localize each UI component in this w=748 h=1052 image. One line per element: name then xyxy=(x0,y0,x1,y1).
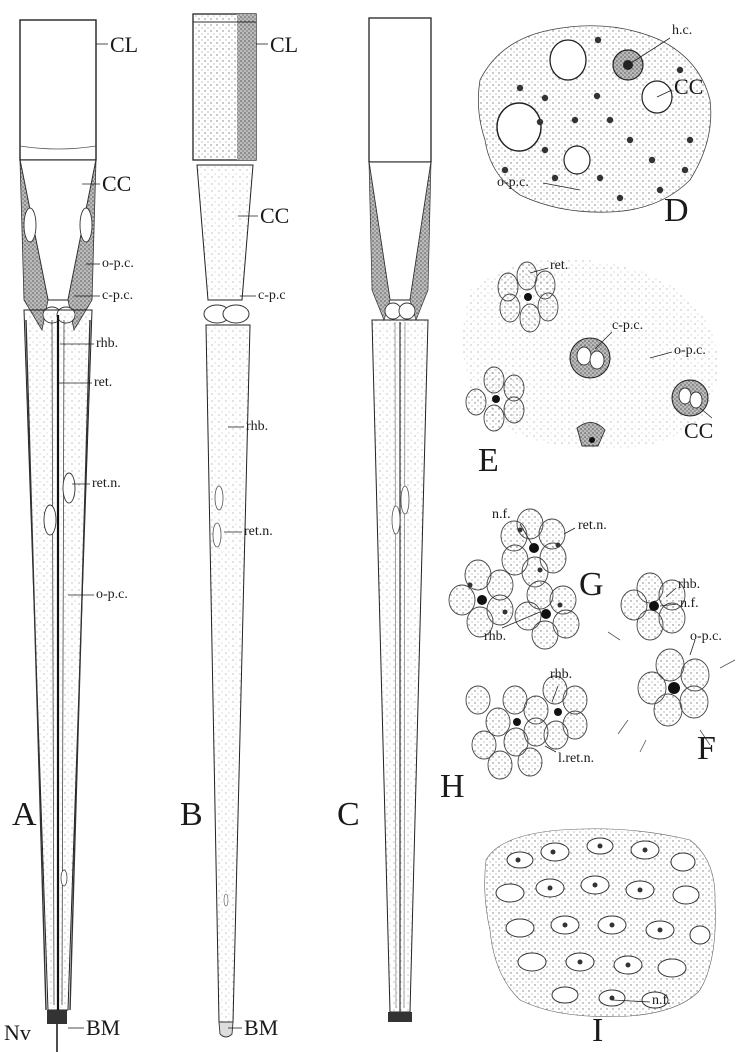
label-b-cc: CC xyxy=(260,205,289,227)
label-f-nf: n.f. xyxy=(680,597,699,611)
label-b-rhb: rhb. xyxy=(246,420,268,434)
panel-letter-h: H xyxy=(440,770,465,804)
label-a-bm: BM xyxy=(86,1017,120,1039)
figure-c xyxy=(369,18,431,1022)
label-h-rhb: rhb. xyxy=(550,668,572,682)
label-a-ret: ret. xyxy=(94,376,112,390)
label-a-nv: Nv xyxy=(4,1022,31,1044)
label-g-nf: n.f. xyxy=(492,508,511,522)
label-a-opc-upper: o-p.c. xyxy=(102,257,134,271)
label-i-nf: n.f. xyxy=(652,994,671,1008)
label-e-cc: CC xyxy=(684,420,713,442)
label-b-cl: CL xyxy=(270,34,298,56)
label-e-opc: o-p.c. xyxy=(674,344,706,358)
panel-letter-g: G xyxy=(579,568,604,602)
label-a-rhb: rhb. xyxy=(96,337,118,351)
label-b-retn: ret.n. xyxy=(244,525,273,539)
label-d-opc: o-p.c. xyxy=(497,176,529,190)
label-e-cpc: c-p.c. xyxy=(612,319,643,333)
label-g-retn: ret.n. xyxy=(578,519,607,533)
figure-i xyxy=(485,829,716,1017)
label-a-cc: CC xyxy=(102,173,131,195)
label-h-lretn: l.ret.n. xyxy=(558,752,594,766)
panel-letter-i: I xyxy=(592,1014,603,1048)
label-a-retn: ret.n. xyxy=(92,477,121,491)
label-a-cpc: c-p.c. xyxy=(102,289,133,303)
panel-letter-e: E xyxy=(478,444,499,478)
figure-g xyxy=(449,509,579,649)
panel-letter-d: D xyxy=(664,194,689,228)
panel-letter-b: B xyxy=(180,798,203,832)
panel-letter-a: A xyxy=(12,798,37,832)
figure-a xyxy=(20,20,108,1052)
label-f-opc: o-p.c. xyxy=(690,630,722,644)
label-d-hc: h.c. xyxy=(672,24,692,38)
label-a-opc-lower: o-p.c. xyxy=(96,588,128,602)
label-e-ret: ret. xyxy=(550,259,568,273)
label-g-rhb: rhb. xyxy=(484,630,506,644)
label-b-bm: BM xyxy=(244,1017,278,1039)
label-d-cc: CC xyxy=(674,76,703,98)
label-f-rhb: rhb. xyxy=(678,578,700,592)
panel-letter-c: C xyxy=(337,798,360,832)
panel-letter-f: F xyxy=(697,732,716,766)
figure-f xyxy=(608,573,735,752)
label-a-cl: CL xyxy=(110,34,138,56)
label-b-cpc: c-p.c xyxy=(258,289,286,303)
